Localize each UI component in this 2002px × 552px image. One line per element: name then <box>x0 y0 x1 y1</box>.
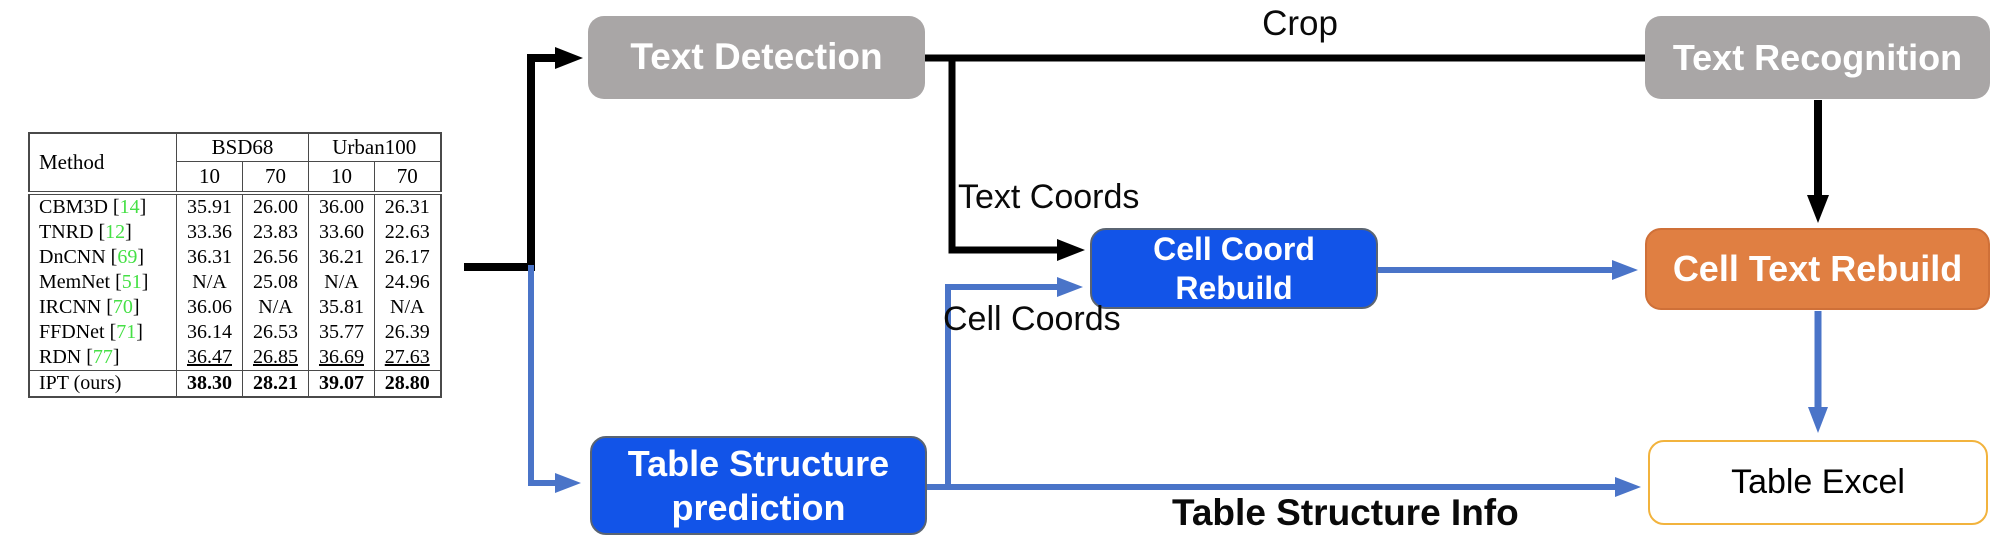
method-cell: RDN [77] <box>28 345 177 371</box>
value-cell: 36.14 <box>176 320 243 345</box>
value-cell: 36.06 <box>176 295 243 320</box>
value-cell: N/A <box>176 270 243 295</box>
value-cell: 26.56 <box>242 245 309 270</box>
value-cell: 23.83 <box>242 220 309 245</box>
value-cell: 36.47 <box>176 345 243 371</box>
value-cell: 26.39 <box>374 320 441 345</box>
citation-number: 51 <box>121 271 142 293</box>
value-cell: 24.96 <box>374 270 441 295</box>
table-subheader-row: 10 70 10 70 <box>29 161 441 193</box>
citation-number: 14 <box>119 196 140 218</box>
method-header: Method <box>28 133 177 194</box>
value-cell: 26.17 <box>374 245 441 270</box>
cell-text-rebuild-node: Cell Text Rebuild <box>1645 228 1990 310</box>
value-cell: 36.21 <box>308 245 375 270</box>
crop-edge-label: Crop <box>1262 4 1338 43</box>
sub-header: 10 <box>308 161 375 193</box>
value-cell: 22.63 <box>374 220 441 245</box>
group-header-bsd68: BSD68 <box>176 133 309 162</box>
method-cell: FFDNet [71] <box>28 320 177 345</box>
citation-number: 70 <box>112 296 133 318</box>
method-cell: MemNet [51] <box>28 270 177 295</box>
group-header-urban100: Urban100 <box>308 133 441 162</box>
table-structure-info-edge-label: Table Structure Info <box>1172 492 1519 533</box>
cell-coord-rebuild-node: Cell Coord Rebuild <box>1090 228 1378 309</box>
citation-number: 71 <box>116 321 137 343</box>
value-cell: 33.36 <box>176 220 243 245</box>
value-cell: 38.30 <box>176 370 243 397</box>
table-header-row: Method BSD68 Urban100 <box>28 133 441 194</box>
value-cell: 36.69 <box>308 345 375 371</box>
value-cell: N/A <box>242 295 309 320</box>
value-cell: 26.31 <box>374 193 441 220</box>
sub-header: 70 <box>374 161 441 193</box>
value-cell: 35.77 <box>308 320 375 345</box>
citation-number: 69 <box>117 246 138 268</box>
method-cell: DnCNN [69] <box>28 245 177 270</box>
value-cell: 39.07 <box>308 370 375 397</box>
text-detection-node: Text Detection <box>588 16 925 99</box>
value-cell: N/A <box>308 270 375 295</box>
edge-text-coords-to-cell-coord-rebuild <box>948 56 1085 261</box>
value-cell: 26.53 <box>242 320 309 345</box>
value-cell: 26.85 <box>242 345 309 371</box>
method-cell: IPT (ours) <box>28 370 177 397</box>
value-cell: 35.81 <box>308 295 375 320</box>
text-recognition-node: Text Recognition <box>1645 16 1990 99</box>
method-cell: TNRD [12] <box>28 220 177 245</box>
value-cell: 28.21 <box>242 370 309 397</box>
table-structure-prediction-node: Table Structure prediction <box>590 436 927 535</box>
method-cell: CBM3D [14] <box>28 193 177 220</box>
sub-header: 70 <box>242 161 309 193</box>
value-cell: 27.63 <box>374 345 441 371</box>
value-cell: 28.80 <box>374 370 441 397</box>
edge-table-to-text-detection <box>464 47 583 271</box>
cell-coords-edge-label: Cell Coords <box>943 300 1121 338</box>
edge-cell-coords-to-cell-coord-rebuild <box>945 277 1083 487</box>
value-cell: 33.60 <box>308 220 375 245</box>
citation-number: 12 <box>105 221 126 243</box>
sub-header: 10 <box>176 161 243 193</box>
table-excel-node: Table Excel <box>1648 440 1988 525</box>
value-cell: 36.00 <box>308 193 375 220</box>
value-cell: 26.00 <box>242 193 309 220</box>
value-cell: 36.31 <box>176 245 243 270</box>
value-cell: 25.08 <box>242 270 309 295</box>
text-coords-edge-label: Text Coords <box>958 178 1140 216</box>
citation-number: 77 <box>92 346 113 368</box>
value-cell: N/A <box>374 295 441 320</box>
results-table: Method BSD68 Urban100 10 70 10 70 CBM3D … <box>28 132 442 398</box>
value-cell: 35.91 <box>176 193 243 220</box>
edge-table-to-table-structure-prediction <box>528 265 581 493</box>
method-cell: IRCNN [70] <box>28 295 177 320</box>
